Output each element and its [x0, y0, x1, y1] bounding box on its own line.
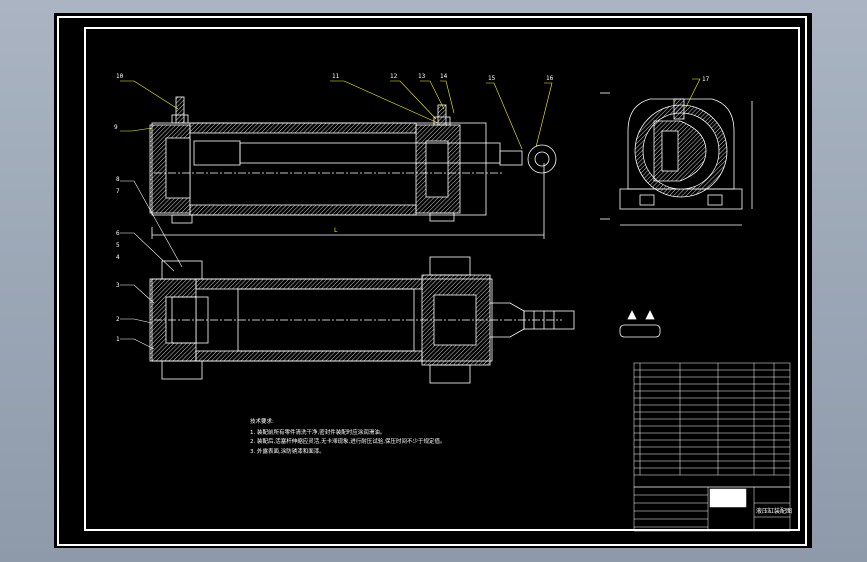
balloon-label: 16 [546, 75, 554, 82]
balloon-label: 12 [390, 73, 398, 80]
balloon-label: 4 [116, 254, 120, 261]
leader-lines-top [120, 80, 553, 150]
cad-viewport[interactable]: L 10 9 11 12 13 14 15 16 [54, 13, 812, 548]
title-block [633, 486, 791, 532]
balloon-label: 5 [116, 242, 120, 249]
assembly-drawing: L 10 9 11 12 13 14 15 16 [114, 73, 792, 532]
balloon-label: 10 [116, 73, 124, 80]
balloon-label: 14 [440, 73, 448, 80]
balloon-label: 15 [488, 75, 496, 82]
balloon-label: 3 [116, 282, 120, 289]
balloon-label: 8 [116, 176, 120, 183]
balloon-labels-top: 10 9 11 12 13 14 15 16 [114, 73, 554, 131]
tech-notes-title: 技术要求: [250, 417, 274, 425]
balloon-label: 17 [702, 76, 710, 83]
drawing-border-inner [84, 27, 800, 531]
tech-note-line: 2. 装配后,活塞杆伸缩应灵活,无卡滞现象,进行耐压试验,保压时间不少于规定值。 [250, 437, 446, 445]
leader-line-side [685, 78, 701, 108]
balloon-label: 2 [116, 316, 120, 323]
tech-note-line: 1. 装配前所有零件清洗干净,密封件装配时应涂润滑油。 [250, 428, 385, 436]
balloon-label: 9 [114, 124, 118, 131]
balloon-label: 6 [116, 230, 120, 237]
drawing-border-outer [57, 16, 807, 546]
tech-note-line: 3. 外露表面,涂防锈漆和面漆。 [250, 447, 325, 455]
main-view-cylinder [149, 96, 557, 239]
balloon-label: 11 [332, 73, 340, 80]
technical-notes: 技术要求: 1. 装配前所有零件清洗干净,密封件装配时应涂润滑油。 2. 装配后… [250, 417, 446, 455]
balloon-label: 13 [418, 73, 426, 80]
section-view [149, 256, 575, 384]
detail-symbol [619, 310, 661, 338]
dimension-length: L [334, 227, 338, 234]
leader-lines-section [120, 180, 183, 350]
parts-list-table [633, 362, 791, 488]
balloon-label: 1 [116, 336, 120, 343]
side-view [600, 92, 753, 226]
balloon-labels-section: 8 7 6 5 4 3 2 1 [116, 176, 120, 343]
balloon-label: 7 [116, 188, 120, 195]
drawing-name: 液压缸装配图 [756, 507, 792, 515]
